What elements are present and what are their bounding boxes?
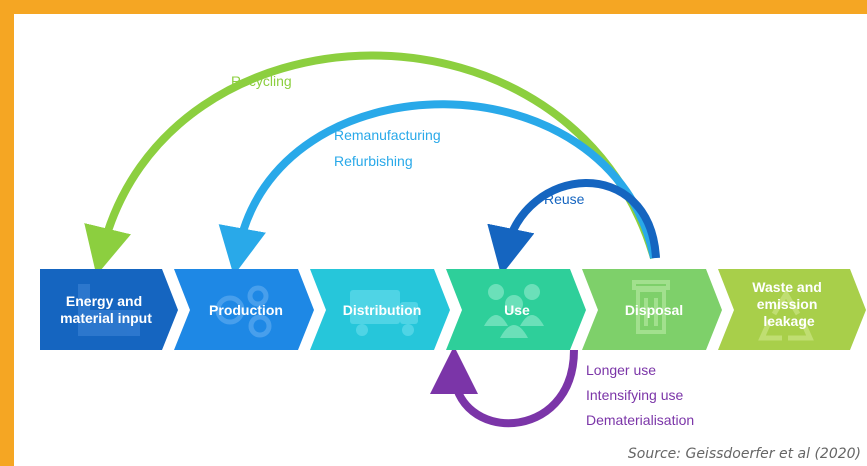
stage-production: Production	[174, 269, 314, 350]
people-icon	[484, 284, 544, 338]
source-caption: Source: Geissdoerfer et al (2020)	[627, 446, 861, 462]
slowing-loop-arrow	[430, 346, 578, 428]
dematerialisation-label: Dematerialisation	[586, 412, 694, 428]
stage-waste-emission-leakage: Waste and emission leakage	[718, 269, 866, 350]
recycle-icon	[758, 289, 814, 341]
stage-use: Use	[446, 269, 586, 350]
gears-icon	[215, 285, 272, 338]
truck-icon	[350, 290, 418, 336]
stage-label: Energy and material input	[60, 293, 152, 326]
stage-label: Use	[504, 302, 530, 318]
stage-label: Production	[209, 302, 283, 318]
recycling-label: Recycling	[231, 73, 292, 89]
remanufacturing-label: Remanufacturing	[334, 127, 441, 143]
stage-distribution: Distribution	[310, 269, 450, 350]
factory-icon	[78, 284, 140, 336]
intensifying-use-label: Intensifying use	[586, 387, 683, 403]
refurbishing-label: Refurbishing	[334, 153, 413, 169]
diagram-panel: Energy and material input Production	[14, 14, 867, 466]
stage-label: Distribution	[343, 302, 422, 318]
stage-disposal: Disposal	[582, 269, 722, 350]
stage-label: Disposal	[625, 302, 683, 318]
stage-energy-material-input: Energy and material input	[40, 269, 178, 350]
trash-bin-icon	[632, 280, 670, 334]
longer-use-label: Longer use	[586, 362, 656, 378]
reuse-label: Reuse	[544, 191, 585, 207]
remanufacturing-arrow	[218, 100, 658, 276]
reuse-arrow	[487, 179, 660, 276]
circular-economy-diagram: Energy and material input Production	[40, 51, 866, 428]
stage-label: Waste and emission leakage	[752, 279, 825, 329]
